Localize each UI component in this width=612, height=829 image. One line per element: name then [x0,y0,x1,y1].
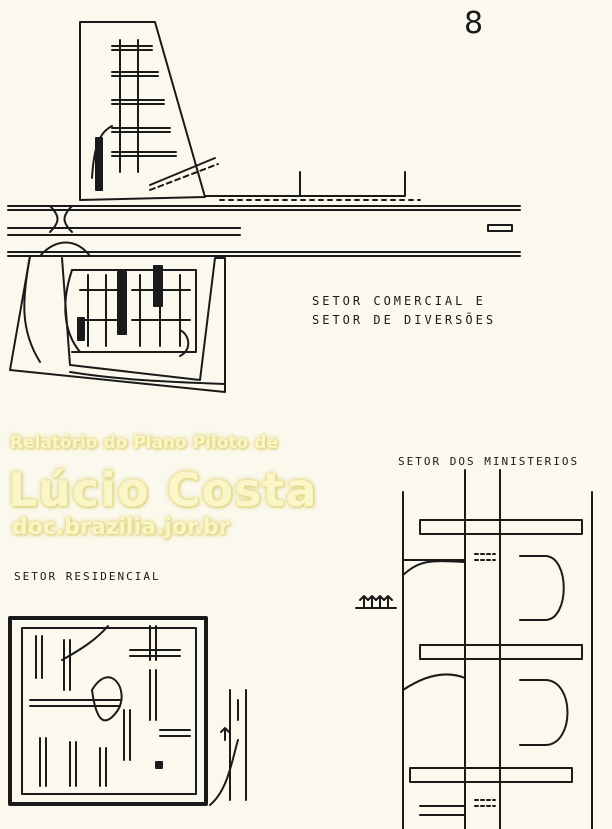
ministries-sector-label: SETOR DOS MINISTERIOS [398,455,580,468]
watermark-url: doc.brazilia.jor.br [12,515,230,540]
residential-sector-sketch [8,616,247,806]
commercial-sector-label-line2: SETOR DE DIVERSÕES [312,313,497,327]
page-number: 8 [464,6,484,41]
residential-sector-label: SETOR RESIDENCIAL [14,570,161,583]
ministries-sector-sketch [355,469,593,829]
watermark-title: Lúcio Costa [8,463,318,517]
watermark-subtitle: Relatório do Plano Piloto de [10,433,278,453]
commercial-sector-label-line1: SETOR COMERCIAL E [312,294,486,308]
commercial-sector-sketch [7,21,521,393]
